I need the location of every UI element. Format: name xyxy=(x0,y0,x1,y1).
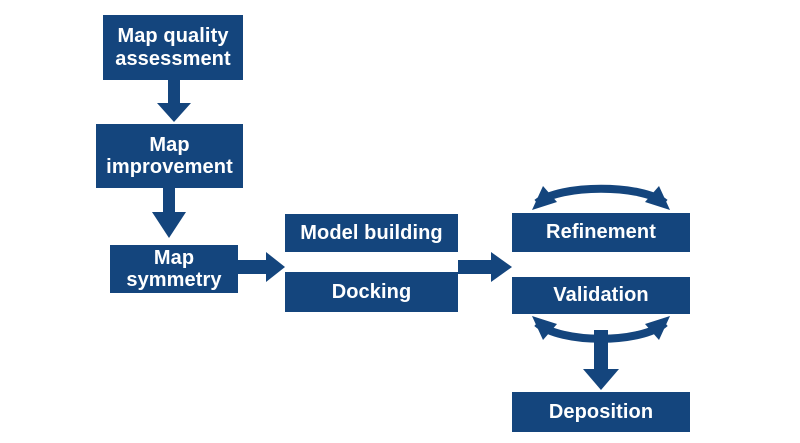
node-deposition-label: Deposition xyxy=(548,400,654,423)
arrow-docking-to-refinement xyxy=(458,252,512,282)
arrow-validation-to-deposition xyxy=(583,330,619,390)
node-docking-label: Docking xyxy=(331,280,412,303)
node-deposition[interactable]: Deposition xyxy=(512,392,690,432)
node-docking[interactable]: Docking xyxy=(285,272,458,312)
node-map-symmetry-line2: symmetry xyxy=(126,269,222,291)
node-map-quality-assessment-line1: Map quality xyxy=(117,25,229,48)
node-validation[interactable]: Validation xyxy=(512,277,690,314)
arrow-map-symmetry-to-model-building xyxy=(238,252,285,282)
node-validation-label: Validation xyxy=(553,284,649,307)
node-map-quality-assessment-line2: assessment xyxy=(115,47,231,70)
arrow-map-improvement-to-map-symmetry xyxy=(152,188,186,238)
node-map-improvement[interactable]: Map improvement xyxy=(96,124,243,188)
node-refinement-label: Refinement xyxy=(546,221,656,244)
arrow-cycle-refinement-validation xyxy=(532,184,670,343)
node-map-quality-assessment[interactable]: Map quality assessment xyxy=(103,15,243,80)
node-model-building-label: Model building xyxy=(300,221,443,244)
arrow-map-quality-to-map-improvement xyxy=(157,80,191,122)
node-map-symmetry-line1: Map xyxy=(153,246,195,269)
node-model-building[interactable]: Model building xyxy=(285,214,458,252)
node-map-improvement-line1: Map xyxy=(149,133,190,156)
node-map-improvement-line2: improvement xyxy=(106,156,233,178)
node-map-symmetry[interactable]: Map symmetry xyxy=(110,245,238,293)
node-refinement[interactable]: Refinement xyxy=(512,213,690,252)
